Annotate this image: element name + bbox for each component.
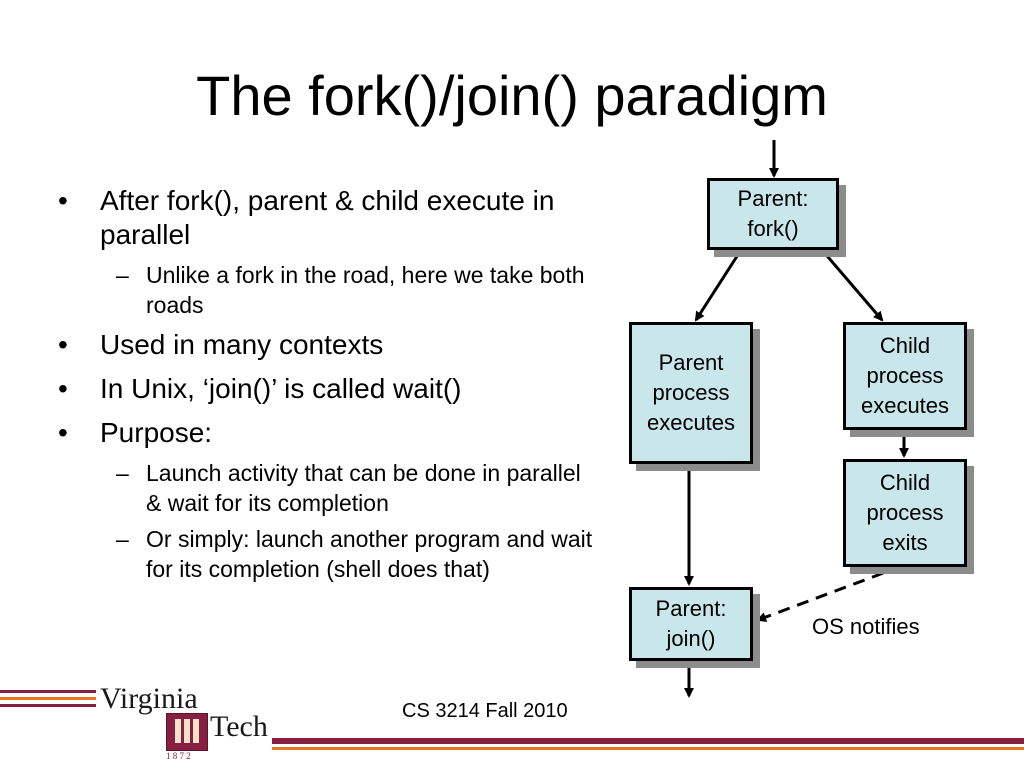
box-label: process — [866, 500, 944, 525]
bullet-item: •After fork(), parent & child execute in… — [58, 185, 555, 250]
sub-bullet-text: Unlike a fork in the road, here we take … — [146, 262, 585, 318]
os-notifies-label: OS notifies — [812, 614, 920, 639]
box-label: Parent — [658, 350, 724, 375]
parent-fork-box: Parent: fork() — [707, 178, 839, 250]
parent-process-executes-box: Parent process executes — [629, 322, 753, 464]
box-label: fork() — [747, 216, 799, 241]
sub-bullet-text: Launch activity that can be done in para… — [146, 460, 581, 516]
bullet-text: Purpose: — [100, 417, 213, 448]
box-label: process — [866, 363, 944, 388]
box-label: join() — [666, 626, 716, 651]
logo-line1: Virginia — [100, 682, 198, 715]
box-label: executes — [646, 410, 736, 435]
bullet-list: •After fork(), parent & child execute in… — [58, 184, 598, 592]
box-label: executes — [860, 393, 950, 418]
slide-title: The fork()/join() paradigm — [196, 64, 828, 127]
logo-emblem-icon — [166, 713, 208, 751]
box-label: Parent: — [737, 186, 809, 211]
fork-to-parent-arrow — [694, 249, 743, 322]
sub-bullet-item: –Unlike a fork in the road, here we take… — [116, 262, 585, 318]
box-label: exits — [882, 530, 928, 555]
sub-bullet-item: –Launch activity that can be done in par… — [116, 460, 581, 516]
fork-to-child-arrow — [820, 249, 884, 322]
box-label: Child — [879, 470, 931, 495]
parent-join-box: Parent: join() — [629, 587, 753, 661]
box-label: Child — [879, 333, 931, 358]
bullet-text: In Unix, ‘join()’ is called wait() — [100, 373, 462, 404]
bullet-text: After fork(), parent & child execute in … — [100, 185, 555, 250]
bullet-text: Used in many contexts — [100, 329, 384, 360]
box-label: Parent: — [655, 596, 727, 621]
bullet-item: •Used in many contexts — [58, 329, 384, 360]
box-label: process — [652, 380, 730, 405]
sub-bullet-item: –Or simply: launch another program and w… — [116, 526, 593, 582]
logo-year: 1 8 7 2 — [166, 751, 191, 761]
logo-line2: Tech — [210, 710, 268, 743]
sub-bullet-text: Or simply: launch another program and wa… — [146, 526, 593, 582]
footer-text: CS 3214 Fall 2010 — [402, 700, 568, 722]
child-process-executes-box: Child process executes — [843, 322, 967, 430]
child-process-exits-box: Child process exits — [843, 459, 967, 567]
os-notify-dashed-arrow — [756, 564, 903, 622]
bullet-item: •In Unix, ‘join()’ is called wait() — [58, 373, 462, 404]
bullet-item: •Purpose: — [58, 417, 213, 448]
